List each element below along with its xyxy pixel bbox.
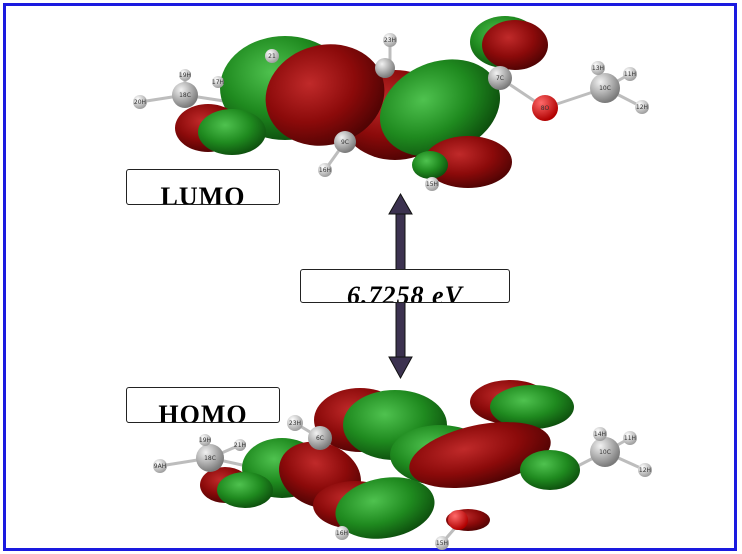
homo-lobe-green [490,385,574,429]
homo-label: HOMO [158,400,248,423]
atom-label: 21H [234,442,246,449]
atom-carbon [375,58,395,78]
atom-hydrogen [623,431,637,445]
atom-hydrogen [635,100,649,114]
atom-carbon [590,437,620,467]
lumo-lobe-green [412,151,448,179]
atom-hydrogen [287,415,303,431]
atom-carbon [196,444,224,472]
lumo-label-box: LUMO [126,169,280,205]
homo-lobe-green [520,450,580,490]
atom-hydrogen [383,33,397,47]
atom-label: 9C [341,139,349,146]
atom-oxygen [448,510,468,530]
atom-label: 15H [436,540,448,547]
atom-hydrogen [425,177,439,191]
atom-label: 9AH [154,463,166,470]
lumo-lobe-red [482,20,548,70]
lumo-lobe-red [265,44,385,146]
atom-label: 19H [179,72,191,79]
atom-label: 10C [599,85,611,92]
atom-carbon [334,131,356,153]
energy-gap-label-box: 6.7258 eV [300,269,510,303]
atom-hydrogen [593,427,607,441]
atom-hydrogen [638,463,652,477]
energy-gap-label: 6.7258 eV [347,281,463,303]
atom-hydrogen [133,95,147,109]
homo-label-box: HOMO [126,387,280,423]
atom-label: 10C [599,449,611,456]
homo-lobe-green [335,477,435,539]
atom-hydrogen [212,76,224,88]
atom-label: 23H [384,37,396,44]
atom-label: 17H [212,79,224,86]
atom-hydrogen [335,526,349,540]
atom-label: 18C [204,455,216,462]
atom-label: 20H [134,99,146,106]
atom-label: 15H [426,181,438,188]
atom-carbon [308,426,332,450]
atom-label: 19H [199,437,211,444]
atom-label: 7C [496,75,504,82]
atom-oxygen [532,95,558,121]
atom-label: 16H [336,530,348,537]
lumo-molecule: 23H 7C 13H 11H 10C 12H 8O 19H 18C 17H 20… [133,16,649,191]
homo-lobe-green [217,472,273,508]
atom-carbon [172,82,198,108]
lumo-lobe-green [198,109,266,155]
atom-label: 16H [319,167,331,174]
atom-label: 8O [541,105,550,112]
atom-label: 12H [639,467,651,474]
atom-label: 14H [594,431,606,438]
atom-carbon [590,73,620,103]
atom-label: 11H [624,435,636,442]
atom-hydrogen [153,459,167,473]
atom-hydrogen [435,536,449,550]
atom-hydrogen [179,69,191,81]
atom-label: 11H [624,71,636,78]
lumo-label: LUMO [160,182,246,205]
atom-hydrogen [591,61,605,75]
lumo-lobe-green [379,59,501,157]
lumo-lobe-red [424,136,512,188]
atom-label: 18C [179,92,191,99]
atom-hydrogen [623,67,637,81]
atom-hydrogen [199,434,211,446]
atom-carbon [488,66,512,90]
atom-label: 13H [592,65,604,72]
atom-hydrogen [234,439,246,451]
atom-label: 21 [268,53,276,60]
atom-label: 6C [316,435,324,442]
homo-molecule: 23H 6C 19H 21H 18C 9AH 14H 11H 10C 12H 1… [153,380,652,550]
atom-label: 23H [289,420,301,427]
atom-hydrogen [265,49,279,63]
atom-hydrogen [318,163,332,177]
figure-frame [3,3,737,551]
atom-label: 12H [636,104,648,111]
homo-lobe-red [409,422,551,488]
